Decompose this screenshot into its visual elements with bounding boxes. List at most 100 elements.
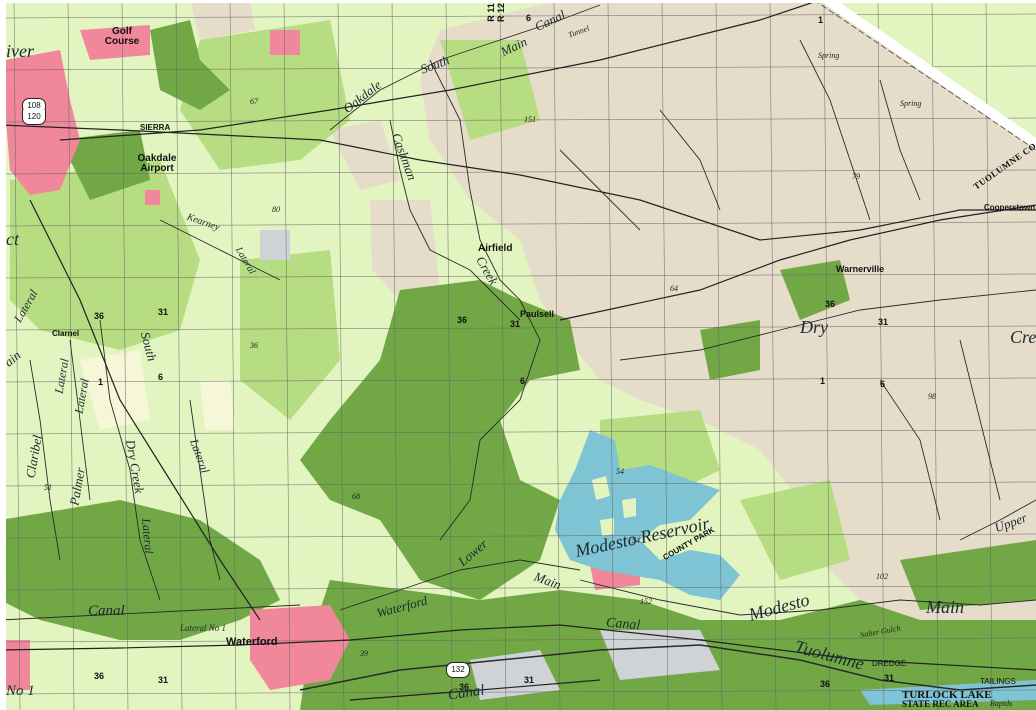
road-64: 64 [670, 284, 678, 293]
label-rapids: Rapids [990, 699, 1013, 708]
tuolumne-river [299, 644, 1036, 691]
road-67: 67 [250, 97, 258, 106]
road-102: 102 [876, 572, 888, 581]
grid-line-vertical [175, 0, 183, 710]
grid-line-horizontal [0, 221, 1036, 227]
irrigated-top [150, 20, 230, 110]
label-clarnel[interactable]: Clarnel [52, 329, 80, 338]
section-6-top: 6 [526, 13, 532, 23]
grid-line-vertical [823, 0, 831, 710]
label-waterford-town[interactable]: Waterford [226, 636, 278, 648]
section-31-d: 31 [158, 675, 169, 685]
irrigated-east-2 [700, 320, 760, 380]
creek-ne-4 [559, 149, 641, 231]
grid-line-vertical [67, 0, 75, 710]
label-spring-1: Spring [818, 51, 840, 60]
grid-line-vertical [13, 0, 21, 710]
road-152: 152 [640, 597, 652, 606]
urban-west-small [6, 640, 30, 690]
grid-line-horizontal [0, 169, 1036, 175]
section-31-b: 31 [510, 319, 521, 329]
road-79: 79 [852, 172, 860, 181]
grid-line-vertical [553, 0, 561, 710]
pasture-patch-5 [740, 480, 850, 580]
pasture-patch-1 [10, 160, 200, 350]
road-80: 80 [272, 205, 280, 214]
main-canal-bottom [0, 604, 301, 621]
reservoir-island-3 [600, 518, 614, 536]
grid-line-horizontal [0, 585, 1036, 591]
rangeland-patch-top [190, 0, 255, 40]
urban-airport [145, 190, 160, 205]
creek-ne-2 [879, 79, 921, 201]
label-ct: ct [6, 229, 19, 249]
label-oakdale-airport[interactable]: Oakdale Airport [137, 153, 177, 174]
lateral-west-1 [29, 359, 61, 561]
road-54b: 54 [632, 536, 640, 545]
label-paulsell[interactable]: Paulsell [520, 309, 555, 319]
county-boundary [818, 0, 1036, 150]
label-main-right: Main [926, 597, 964, 617]
reservoir-island-1 [592, 476, 610, 500]
grid-line-vertical [445, 0, 453, 710]
modesto-main-canal [579, 579, 1036, 616]
creek-e-1 [879, 379, 941, 521]
grid-line-horizontal [0, 533, 1036, 539]
grid-line-vertical [283, 0, 291, 710]
gray-patch-2 [470, 650, 560, 700]
creek-ne-1 [799, 39, 871, 221]
map-left-margin [0, 0, 6, 710]
lateral-center [189, 399, 221, 581]
section-31-a: 31 [158, 307, 169, 317]
route-shield-120[interactable]: 120 [22, 110, 46, 125]
label-range-11: R 11 [485, 3, 496, 22]
section-1-c: 1 [820, 376, 826, 386]
road-98: 98 [928, 392, 936, 401]
grid-line-vertical [877, 0, 885, 710]
section-36-b: 36 [457, 315, 468, 325]
section-1-a: 1 [98, 377, 104, 387]
label-lateral-no1: Lateral No 1 [180, 623, 227, 633]
route-shield-132[interactable]: 132 [446, 662, 470, 678]
bare-patch-1 [80, 350, 150, 430]
grid-line-horizontal [0, 377, 1036, 383]
road-54: 54 [616, 467, 624, 476]
label-warnerville[interactable]: Warnerville [836, 264, 885, 274]
label-no1: No 1 [6, 683, 35, 699]
railroad-diagonal [29, 199, 261, 621]
creek-e-2 [959, 339, 1001, 501]
irrigated-center [300, 280, 580, 600]
road-south-canal [349, 679, 601, 701]
road-waterford-east [0, 624, 1036, 671]
grid-line-horizontal [0, 325, 1036, 331]
grid-line-vertical [607, 0, 615, 710]
dry-creek-west [99, 319, 161, 601]
kearney-lateral [159, 219, 281, 281]
urban-east-oakdale [270, 30, 300, 55]
urban-waterford [250, 605, 350, 690]
label-state-rec-area[interactable]: STATE REC AREA [902, 699, 979, 709]
label-dredge: DREDGE [872, 659, 907, 668]
label-cooperstown[interactable]: Cooperstown [984, 203, 1036, 212]
grid-line-vertical [499, 0, 507, 710]
grid-line-vertical [391, 0, 399, 710]
road-39: 39 [360, 649, 368, 658]
grid-line-horizontal [0, 13, 1036, 19]
road-68: 68 [352, 492, 360, 501]
irrigated-nw [60, 130, 150, 200]
label-canal-left: Canal [88, 603, 125, 619]
road-51: 51 [44, 483, 52, 492]
label-turlock-lake[interactable]: TURLOCK LAKE [902, 689, 992, 701]
pasture-patch-3 [240, 250, 340, 420]
bare-patch-2 [200, 380, 235, 430]
label-airfield[interactable]: Airfield [478, 243, 513, 254]
label-golf-course[interactable]: Golf Course [104, 26, 140, 47]
section-31-c: 31 [878, 317, 889, 327]
section-36-e: 36 [459, 682, 470, 692]
grid-line-vertical [661, 0, 669, 710]
section-6-b: 6 [520, 376, 526, 386]
section-1-top: 1 [818, 15, 824, 25]
label-river-left: iver [6, 41, 34, 61]
south-main-canal [329, 4, 601, 131]
